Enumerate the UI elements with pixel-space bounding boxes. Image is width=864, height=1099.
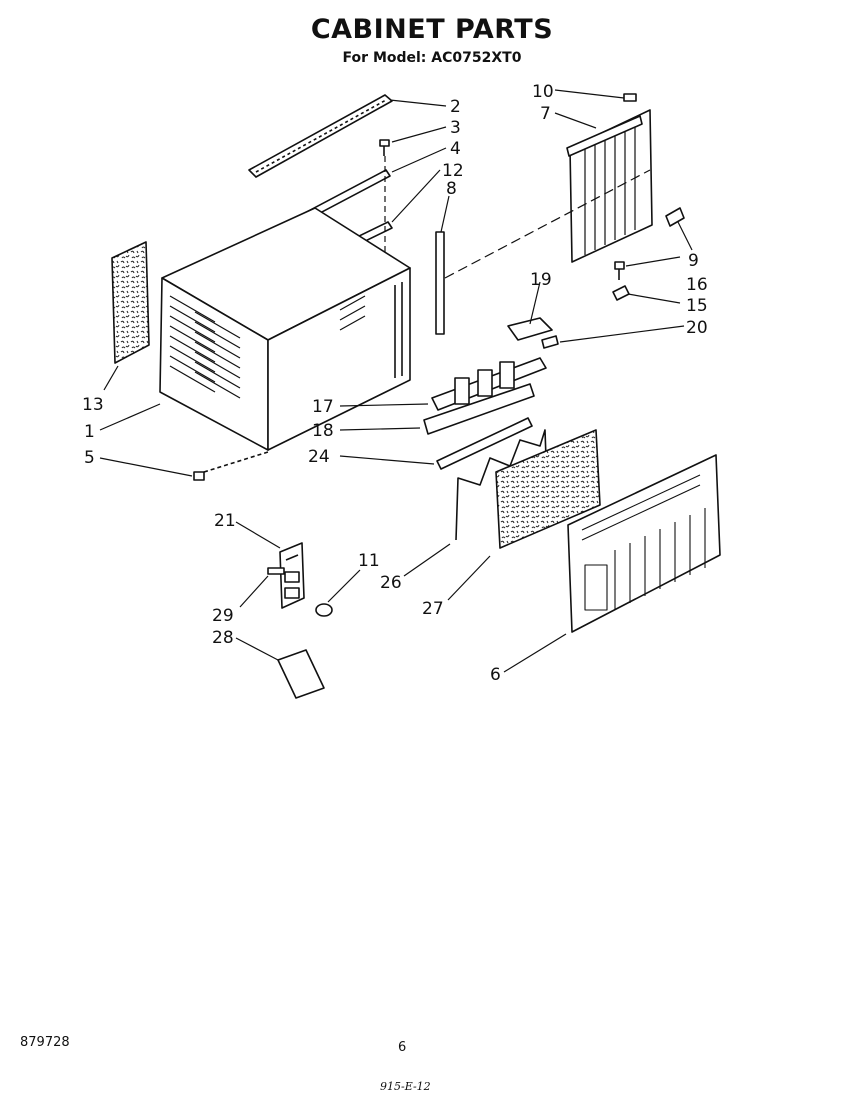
part-side-strip-8	[435, 231, 445, 335]
callout-28: 28	[212, 628, 234, 648]
callout-8: 8	[446, 179, 457, 199]
part-washer-15	[612, 285, 630, 301]
callout-9: 9	[688, 251, 699, 271]
callout-3: 3	[450, 118, 461, 138]
part-control-assembly-17	[431, 357, 547, 411]
part-control-panel-21	[279, 542, 305, 609]
callout-20: 20	[686, 318, 708, 338]
callout-16: 16	[686, 275, 708, 295]
callout-11: 11	[358, 551, 380, 571]
callout-10: 10	[532, 82, 554, 102]
document-number: 879728	[20, 1035, 70, 1050]
callout-4: 4	[450, 139, 461, 159]
callout-12: 12	[442, 161, 464, 181]
model-subtitle: For Model: AC0752XT0	[342, 50, 522, 66]
part-screw-16	[614, 261, 625, 280]
part-rear-grille-7	[566, 109, 653, 263]
part-clip-9	[665, 207, 685, 227]
part-screw-10	[623, 93, 637, 102]
callout-6: 6	[490, 665, 501, 685]
part-strip-24	[436, 417, 533, 470]
callout-1: 1	[84, 422, 95, 442]
part-filter-foam-13	[111, 241, 150, 364]
callout-7: 7	[540, 104, 551, 124]
callout-29: 29	[212, 606, 234, 626]
page-title: CABINET PARTS	[310, 14, 554, 45]
callout-21: 21	[214, 511, 236, 531]
callout-24: 24	[308, 447, 330, 467]
callout-26: 26	[380, 573, 402, 593]
part-knob-11	[315, 603, 333, 617]
part-bracket-19	[507, 317, 553, 341]
callout-15: 15	[686, 296, 708, 316]
callout-17: 17	[312, 397, 334, 417]
part-cabinet-1	[159, 207, 411, 451]
part-screw-3	[379, 139, 390, 156]
callout-18: 18	[312, 421, 334, 441]
part-bracket-28	[277, 649, 325, 699]
part-front-filter-27	[495, 429, 601, 549]
callout-19: 19	[530, 270, 552, 290]
part-front-grille-6	[567, 454, 721, 633]
handwritten-note: 915-E-12	[380, 1080, 431, 1093]
part-pin-20	[541, 335, 559, 349]
callout-5: 5	[84, 448, 95, 468]
page-number: 6	[398, 1040, 407, 1055]
part-shaft-29	[267, 567, 285, 575]
part-screw-5	[193, 451, 269, 481]
callout-13: 13	[82, 395, 104, 415]
leader-lines	[99, 89, 693, 673]
part-mount-18	[423, 383, 535, 435]
callout-27: 27	[422, 599, 444, 619]
callout-2: 2	[450, 97, 461, 117]
part-top-rail	[248, 94, 393, 178]
